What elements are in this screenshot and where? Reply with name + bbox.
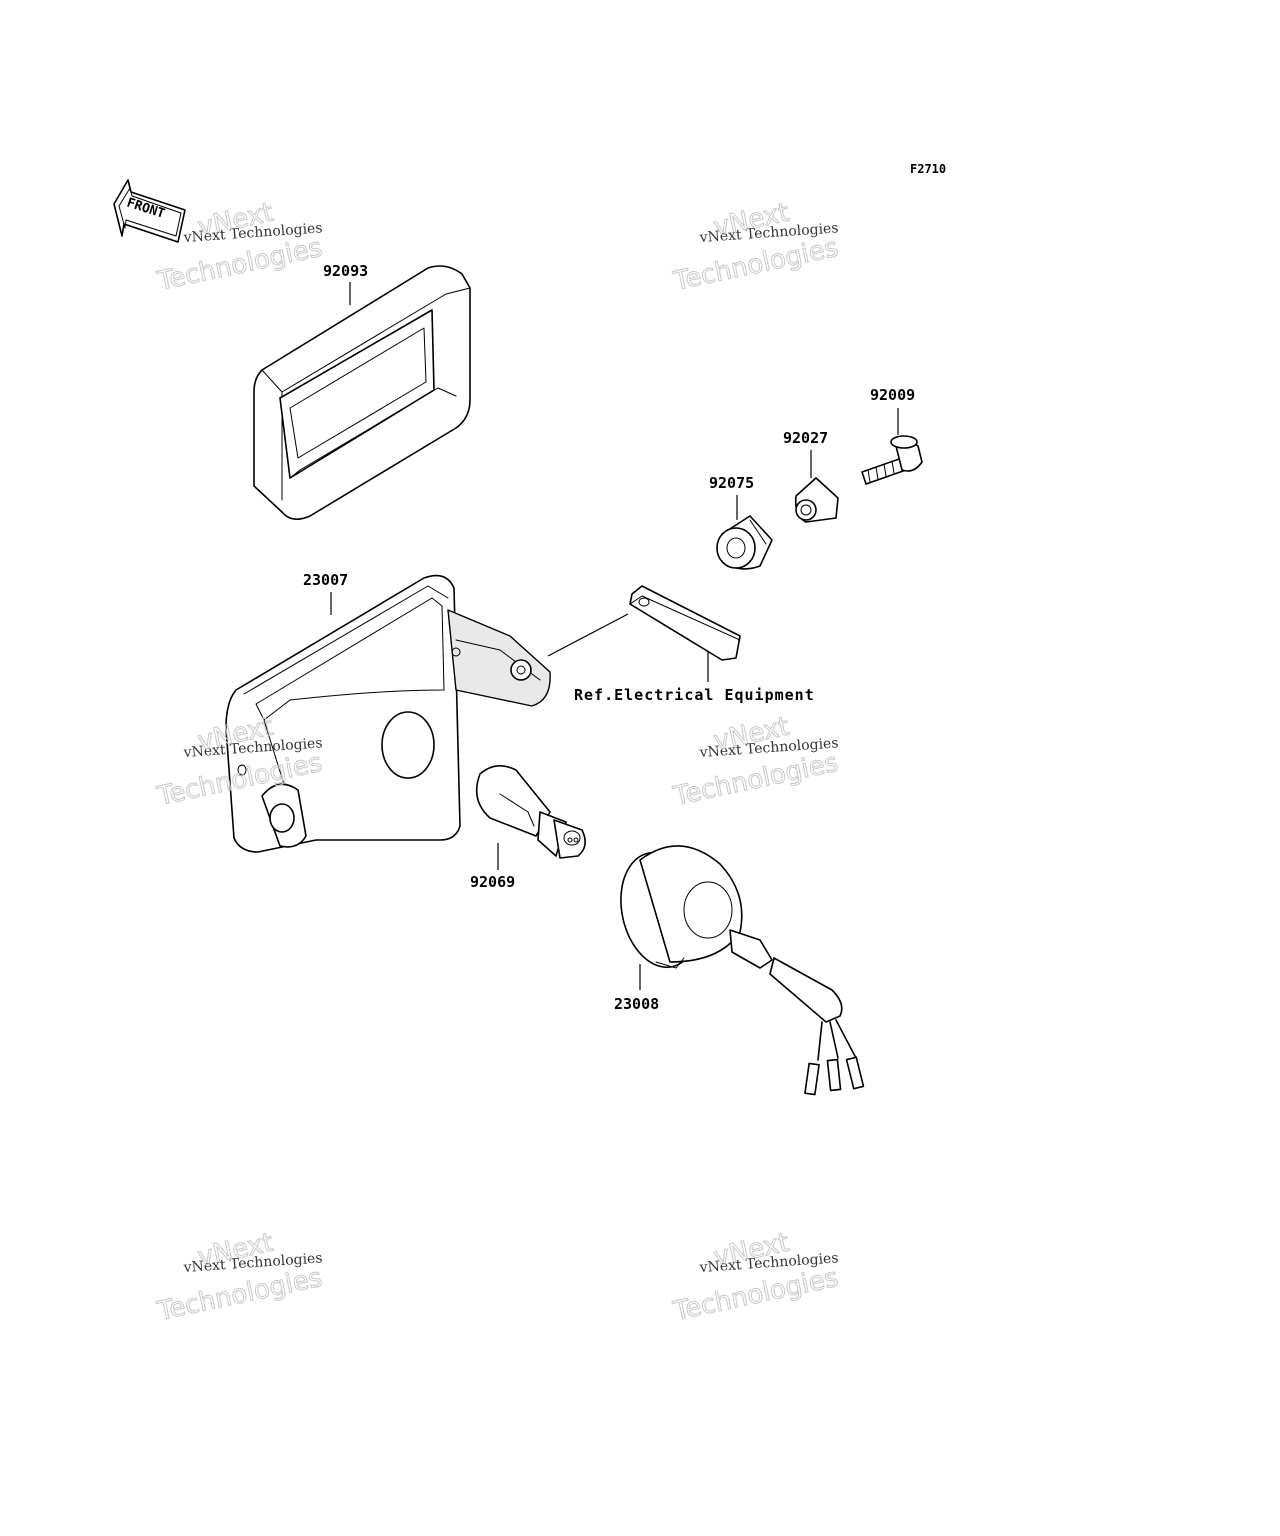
- watermark-bottom-left: vNext Technologies vNext Technologies: [154, 1227, 326, 1327]
- part-92027-collar: [794, 477, 839, 523]
- svg-text:Technologies: Technologies: [670, 748, 841, 812]
- svg-text:Technologies: Technologies: [670, 1263, 841, 1327]
- watermark-top-right: vNext Technologies vNext Technologies: [670, 197, 842, 297]
- part-92069-bulb: [475, 765, 586, 859]
- part-92093-frame: [253, 265, 471, 520]
- svg-text:Technologies: Technologies: [670, 233, 841, 297]
- part-label-92069: 92069: [470, 873, 515, 891]
- part-92075-grommet: [716, 515, 773, 570]
- part-23008-headlight-unit: [620, 845, 865, 1096]
- ref-electrical-bracket: [629, 585, 741, 661]
- ref-electrical-label: Ref.Electrical Equipment: [574, 686, 815, 704]
- svg-text:Technologies: Technologies: [154, 233, 325, 297]
- part-label-92093: 92093: [323, 262, 368, 280]
- part-label-92075: 92075: [709, 474, 754, 492]
- part-label-23008: 23008: [614, 995, 659, 1013]
- watermark-middle-right: vNext Technologies vNext Technologies: [670, 711, 842, 812]
- part-label-23007: 23007: [303, 571, 348, 589]
- part-label-92009: 92009: [870, 386, 915, 404]
- svg-text:Technologies: Technologies: [154, 1263, 325, 1327]
- front-direction-arrow: FRONT: [113, 179, 186, 243]
- part-23007-housing: [225, 574, 551, 853]
- part-92009-bolt: [861, 435, 923, 485]
- diagram-code: F2710: [910, 162, 946, 176]
- watermark-bottom-right: vNext Technologies vNext Technologies: [670, 1227, 842, 1327]
- part-label-92027: 92027: [783, 429, 828, 447]
